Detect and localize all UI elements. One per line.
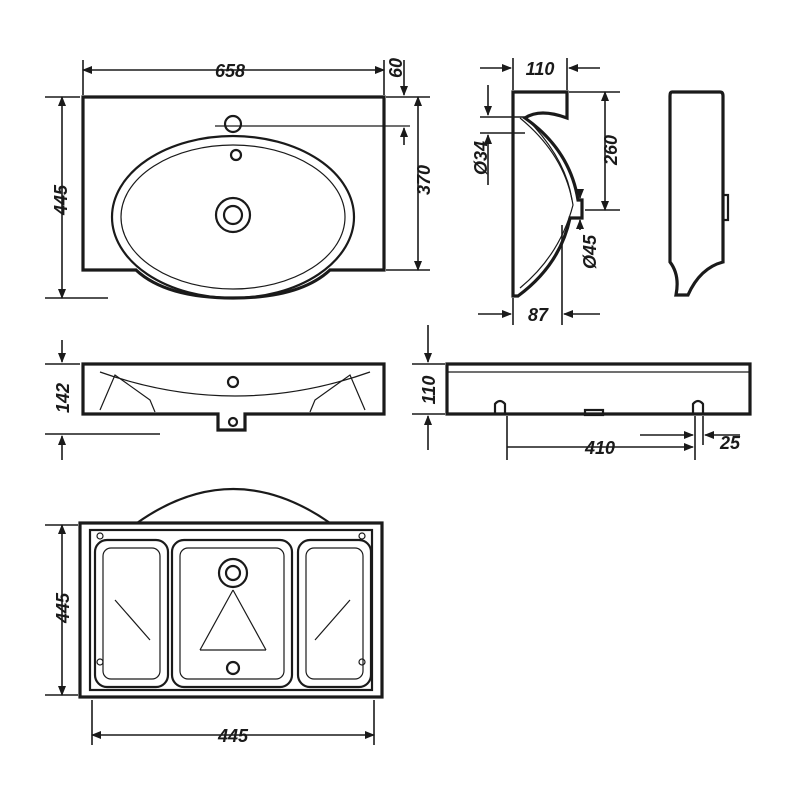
tap-hole bbox=[223, 114, 243, 134]
dim-rear-offset: 60 bbox=[386, 58, 406, 78]
dim-wall-depth: 110 bbox=[526, 59, 555, 79]
dim-overflow-diameter: Ø34 bbox=[471, 141, 491, 175]
dim-bowl-depth: 370 bbox=[414, 165, 434, 195]
dim-bottom-width: 445 bbox=[217, 726, 249, 746]
profile-view bbox=[668, 90, 730, 297]
dim-width: 658 bbox=[215, 61, 245, 81]
dim-bottom-depth: 445 bbox=[53, 592, 73, 624]
side-view: 110 Ø34 260 Ø45 87 bbox=[471, 58, 621, 325]
dim-drain-offset: 87 bbox=[528, 305, 549, 325]
dim-front-height: 142 bbox=[53, 383, 73, 413]
dim-bracket-spacing: 410 bbox=[584, 438, 615, 458]
dim-rear-height: 110 bbox=[419, 376, 439, 405]
rear-view: 110 410 25 bbox=[412, 325, 752, 460]
overflow-hole bbox=[229, 148, 243, 162]
bottom-view: 445 445 bbox=[45, 488, 384, 746]
top-view: 658 60 445 370 bbox=[45, 58, 434, 300]
dim-bracket-offset: 25 bbox=[719, 433, 741, 453]
front-view: 142 bbox=[45, 340, 386, 460]
drain-icon bbox=[214, 196, 252, 234]
dim-depth: 445 bbox=[51, 184, 71, 216]
dim-drain-diameter: Ø45 bbox=[580, 234, 600, 269]
dim-height: 260 bbox=[601, 135, 621, 166]
